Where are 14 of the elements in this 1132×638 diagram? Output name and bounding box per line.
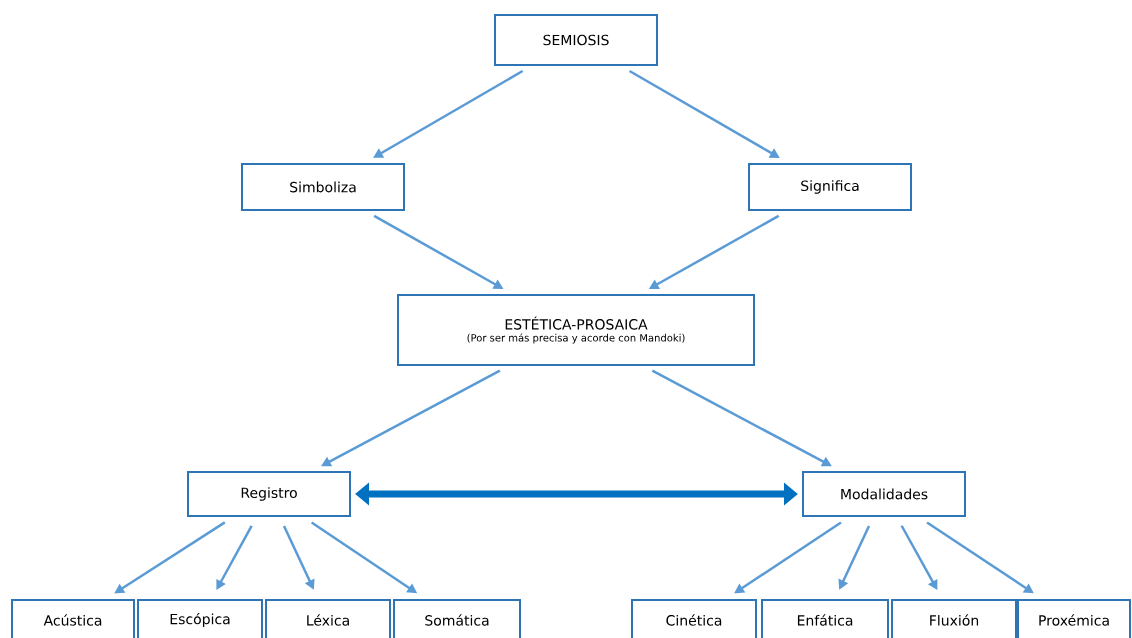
concept-box: Significa [748, 163, 912, 211]
concept-box: Proxémica [1017, 599, 1131, 638]
concept-box: SEMIOSIS [494, 14, 658, 66]
concept-box: Cinética [631, 599, 757, 638]
concept-box: Escópica [137, 599, 263, 638]
concept-box: Modalidades [802, 471, 966, 517]
concept-box: Enfática [761, 599, 889, 638]
concept-box: Registro [187, 471, 351, 517]
concept-box: Fluxión [891, 599, 1017, 638]
concept-box: Acústica [11, 599, 135, 638]
concept-box: Simboliza [241, 163, 405, 211]
concept-box: Somática [393, 599, 521, 638]
concept-box: ESTÉTICA-PROSAICA (Por ser más precisa y acorde con Mandoki) [397, 294, 755, 366]
concept-box: Léxica [265, 599, 391, 638]
